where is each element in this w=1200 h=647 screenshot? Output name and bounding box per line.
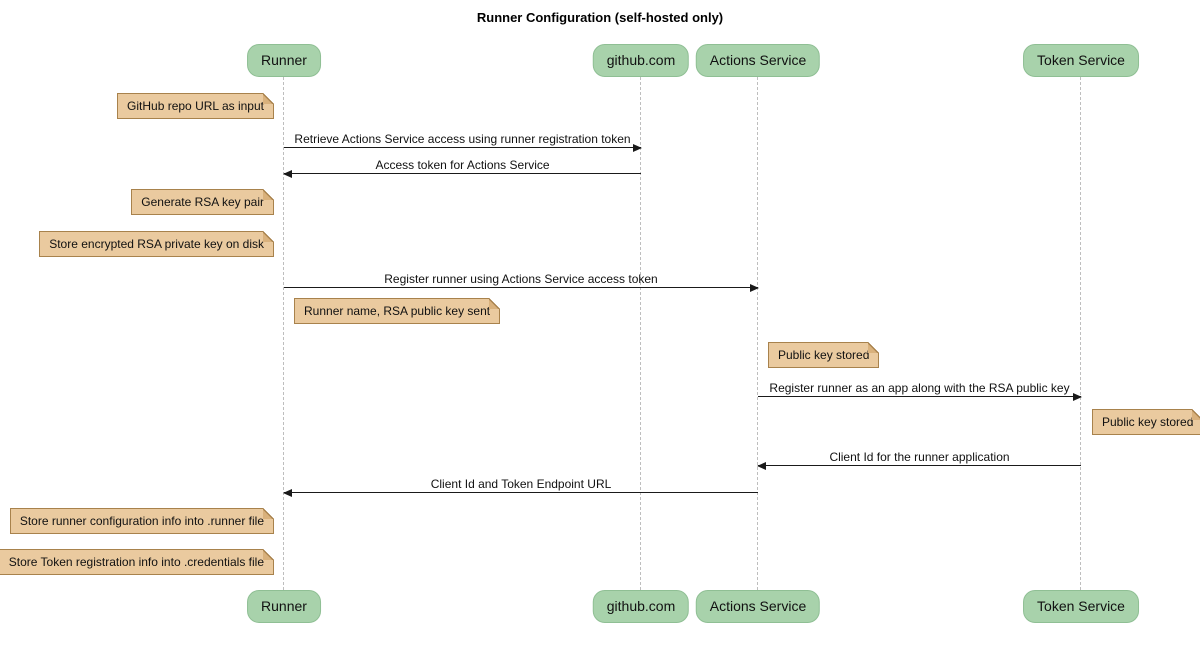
message-line [284, 492, 758, 493]
message-label: Retrieve Actions Service access using ru… [294, 132, 631, 146]
message-line [284, 287, 758, 288]
note-github-repo-url: GitHub repo URL as input [117, 93, 274, 119]
arrowhead-left-icon [757, 462, 766, 470]
lifeline-token-service [1080, 77, 1081, 590]
arrowhead-right-icon [1073, 393, 1082, 401]
participant-github-com-bottom: github.com [592, 590, 690, 623]
message-label: Access token for Actions Service [375, 158, 550, 172]
message-client-id-for-runner-application: Client Id for the runner application [757, 450, 1081, 470]
arrowhead-left-icon [283, 170, 292, 178]
participant-runner-bottom: Runner [247, 590, 321, 623]
message-register-runner-as-app: Register runner as an app along with the… [758, 381, 1082, 401]
note-public-key-stored-actions: Public key stored [768, 342, 880, 368]
message-line [284, 173, 641, 174]
message-label: Register runner as an app along with the… [769, 381, 1070, 395]
note-public-key-stored-token: Public key stored [1092, 409, 1200, 435]
message-line [758, 396, 1081, 397]
message-register-runner: Register runner using Actions Service ac… [284, 272, 759, 292]
message-client-id-and-token-endpoint-url: Client Id and Token Endpoint URL [283, 477, 758, 497]
arrowhead-left-icon [283, 489, 292, 497]
participant-actions-service-top: Actions Service [695, 44, 821, 77]
note-store-runner-configuration: Store runner configuration info into .ru… [9, 508, 275, 534]
participant-actions-service-bottom: Actions Service [695, 590, 821, 623]
message-line [758, 465, 1081, 466]
note-store-encrypted-rsa-private-key: Store encrypted RSA private key on disk [39, 231, 274, 257]
lifeline-actions-service [757, 77, 758, 590]
note-generate-rsa-key-pair: Generate RSA key pair [131, 189, 274, 215]
arrowhead-right-icon [633, 144, 642, 152]
arrowhead-right-icon [750, 284, 759, 292]
message-label: Client Id for the runner application [829, 450, 1010, 464]
participant-github-com-top: github.com [592, 44, 690, 77]
note-runner-name-rsa-public-key: Runner name, RSA public key sent [294, 298, 501, 324]
lifeline-runner [283, 77, 284, 590]
lifeline-github-com [640, 77, 641, 590]
message-access-token-for-actions-service: Access token for Actions Service [283, 158, 641, 178]
participant-runner-top: Runner [247, 44, 321, 77]
participant-token-service-bottom: Token Service [1023, 590, 1139, 623]
message-retrieve-actions-service-access: Retrieve Actions Service access using ru… [284, 132, 642, 152]
note-store-token-registration: Store Token registration info into .cred… [0, 549, 275, 575]
message-line [284, 147, 641, 148]
message-label: Client Id and Token Endpoint URL [430, 477, 612, 491]
message-label: Register runner using Actions Service ac… [384, 272, 658, 286]
participant-token-service-top: Token Service [1023, 44, 1139, 77]
diagram-title: Runner Configuration (self-hosted only) [476, 10, 724, 25]
